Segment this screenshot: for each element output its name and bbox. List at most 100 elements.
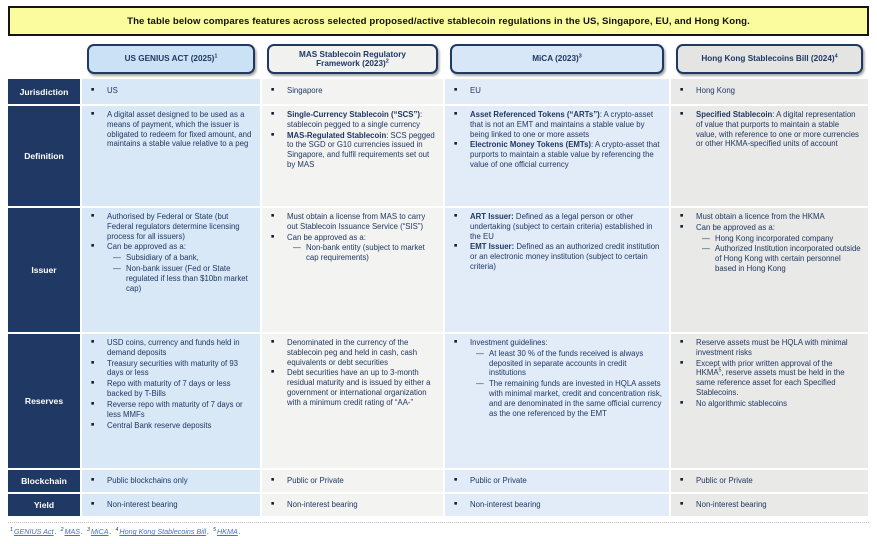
item-text: MAS-Regulated Stablecoin: SCS pegged to …	[287, 130, 435, 170]
cell-jurisdiction-mas: ■Singapore	[262, 79, 443, 104]
item-text: Subsidiary of a bank,	[126, 253, 199, 263]
bullet-item: ■ Reverse repo with maturity of 7 days or…	[87, 400, 253, 420]
item-text: No algorithmic stablecoins	[696, 398, 788, 408]
cell-definition-hk: ■Specified Stablecoin: A digital represe…	[671, 106, 868, 206]
item-text: Reserve assets must be HQLA with minimal…	[696, 338, 848, 357]
item-text: Non-interest bearing	[287, 499, 358, 509]
footnote-link-mas[interactable]: MAS	[64, 527, 81, 536]
cell-reserves-hk: ■ Reserve assets must be HQLA with minima…	[671, 334, 868, 468]
bullet-item: ■Hong Kong	[676, 86, 861, 96]
square-bullet-icon: ■	[454, 339, 458, 345]
cell-issuer-mica: ■ART Issuer: Defined as a legal person o…	[445, 208, 669, 332]
bullet-item: ■Specified Stablecoin: A digital represe…	[676, 110, 861, 149]
footnote-suffix: .	[109, 527, 112, 536]
cell-issuer-us: ■Authorised by Federal or State (but Fed…	[82, 208, 260, 332]
footnote-link-genius-act[interactable]: GENIUS Act	[13, 527, 54, 536]
square-bullet-icon: ■	[680, 87, 684, 94]
dash-item: —Hong Kong incorporated company	[676, 234, 861, 244]
item-text: US	[107, 86, 118, 96]
bullet-item: ■Public or Private	[267, 476, 436, 486]
bullet-item: ■Repo with maturity of 7 days or less ba…	[87, 379, 253, 399]
cell-blockchain-mas: ■Public or Private	[262, 470, 443, 492]
square-bullet-icon: ■	[91, 400, 95, 407]
item-text: Treasury securities with maturity of 93 …	[107, 358, 239, 378]
item-text: At least 30 % of the funds received is a…	[489, 348, 644, 378]
label-column-spacer	[8, 44, 80, 74]
footnote-number: 3	[87, 526, 90, 533]
square-bullet-icon: ■	[91, 111, 95, 117]
item-text: Non-interest bearing	[696, 499, 767, 509]
square-bullet-icon: ■	[271, 339, 275, 345]
square-bullet-icon: ■	[271, 111, 275, 117]
dash-marker: —	[113, 253, 121, 263]
column-header-label: MAS Stablecoin Regulatory Framework (202…	[299, 49, 406, 68]
footnote-suffix: .	[207, 527, 210, 536]
footnote-link-hong-kong-stablecoins-bill[interactable]: Hong Kong Stablecoins Bill	[119, 527, 207, 536]
divider	[8, 522, 869, 523]
cell-yield-mas: ■ Non-interest bearing	[262, 494, 443, 516]
item-text: Investment guidelines:	[470, 338, 548, 347]
footnote-link-hkma[interactable]: HKMA	[216, 527, 238, 536]
dash-item: —Authorized Institution incorporated out…	[676, 244, 861, 273]
square-bullet-icon: ■	[271, 233, 275, 240]
bullet-item: ■Non-interest bearing	[450, 500, 662, 510]
square-bullet-icon: ■	[454, 141, 458, 148]
bullet-item: ■US	[87, 86, 253, 96]
bullet-item: ■Public or Private	[450, 476, 662, 486]
dash-marker: —	[293, 243, 301, 253]
column-header-hk-bill: Hong Kong Stablecoins Bill (2024)4	[676, 44, 863, 74]
footnote-marker: 2	[385, 58, 389, 65]
item-text: Central Bank reserve deposits	[107, 420, 212, 430]
item-text: Public blockchains only	[107, 475, 188, 485]
square-bullet-icon: ■	[271, 213, 275, 219]
footnote-marker: 4	[834, 53, 838, 60]
item-text: Repo with maturity of 7 days or less bac…	[107, 379, 231, 399]
column-header-us-genius-act: US GENIUS ACT (2025)1	[87, 44, 255, 74]
item-text: Specified Stablecoin: A digital represen…	[696, 110, 859, 149]
column-header-mas-framework: MAS Stablecoin Regulatory Framework (202…	[267, 44, 438, 74]
item-text: Reverse repo with maturity of 7 days or …	[107, 399, 243, 419]
item-text: Authorized Institution incorporated outs…	[715, 244, 861, 274]
footnote-link-mica[interactable]: MiCA	[90, 527, 109, 536]
square-bullet-icon: ■	[271, 369, 275, 376]
cell-definition-us: ■ A digital asset designed to be used as …	[82, 106, 260, 206]
title-banner: The table below compares features across…	[8, 6, 869, 36]
bullet-item: ■USD coins, currency and funds held in d…	[87, 338, 253, 358]
item-text: Public or Private	[287, 475, 344, 485]
square-bullet-icon: ■	[271, 500, 275, 507]
dash-marker: —	[476, 379, 484, 389]
bullet-item: ■EU	[450, 86, 662, 96]
square-bullet-icon: ■	[91, 213, 95, 219]
footnote-number: 5	[213, 526, 216, 533]
square-bullet-icon: ■	[91, 476, 95, 483]
dash-marker: —	[702, 233, 710, 243]
dash-marker: —	[113, 264, 121, 274]
bullet-item: ■ Electronic Money Tokens (EMTs): A crypt…	[450, 140, 662, 169]
bullet-item: ■ A digital asset designed to be used as …	[87, 110, 253, 149]
square-bullet-icon: ■	[454, 500, 458, 507]
square-bullet-icon: ■	[271, 87, 275, 94]
bullet-item: ■Central Bank reserve deposits	[87, 421, 253, 431]
row-label-blockchain: Blockchain	[8, 470, 80, 492]
item-text: Can be approved as a:	[287, 232, 366, 242]
bullet-item: ■Debt securities have an up to 3-month r…	[267, 368, 436, 407]
item-text: A digital asset designed to be used as a…	[107, 110, 252, 149]
row-label-issuer: Issuer	[8, 208, 80, 332]
footnote-suffix: .	[54, 527, 57, 536]
cell-issuer-mas: ■Must obtain a license from MAS to carry…	[262, 208, 443, 332]
square-bullet-icon: ■	[680, 359, 684, 366]
bullet-item: ■ Can be approved as a:	[267, 233, 436, 243]
bullet-item: ■Denominated in the currency of the stab…	[267, 338, 436, 367]
column-headers-row: US GENIUS ACT (2025)1 MAS Stablecoin Reg…	[8, 44, 869, 74]
bullet-item: ■Non-interest bearing	[676, 500, 861, 510]
square-bullet-icon: ■	[680, 399, 684, 406]
bullet-item: ■Must obtain a licence from the HKMA	[676, 212, 861, 222]
square-bullet-icon: ■	[454, 243, 458, 250]
dash-item: —Non-bank entity (subject to market cap …	[267, 243, 436, 263]
square-bullet-icon: ■	[91, 359, 95, 366]
item-text: Electronic Money Tokens (EMTs): A crypto…	[470, 140, 660, 170]
footnote-suffix: .	[81, 527, 84, 536]
bullet-item: ■Asset Referenced Tokens (“ARTs”): A cry…	[450, 110, 662, 139]
item-text: EU	[470, 86, 481, 96]
footnote-marker: 3	[578, 53, 582, 60]
